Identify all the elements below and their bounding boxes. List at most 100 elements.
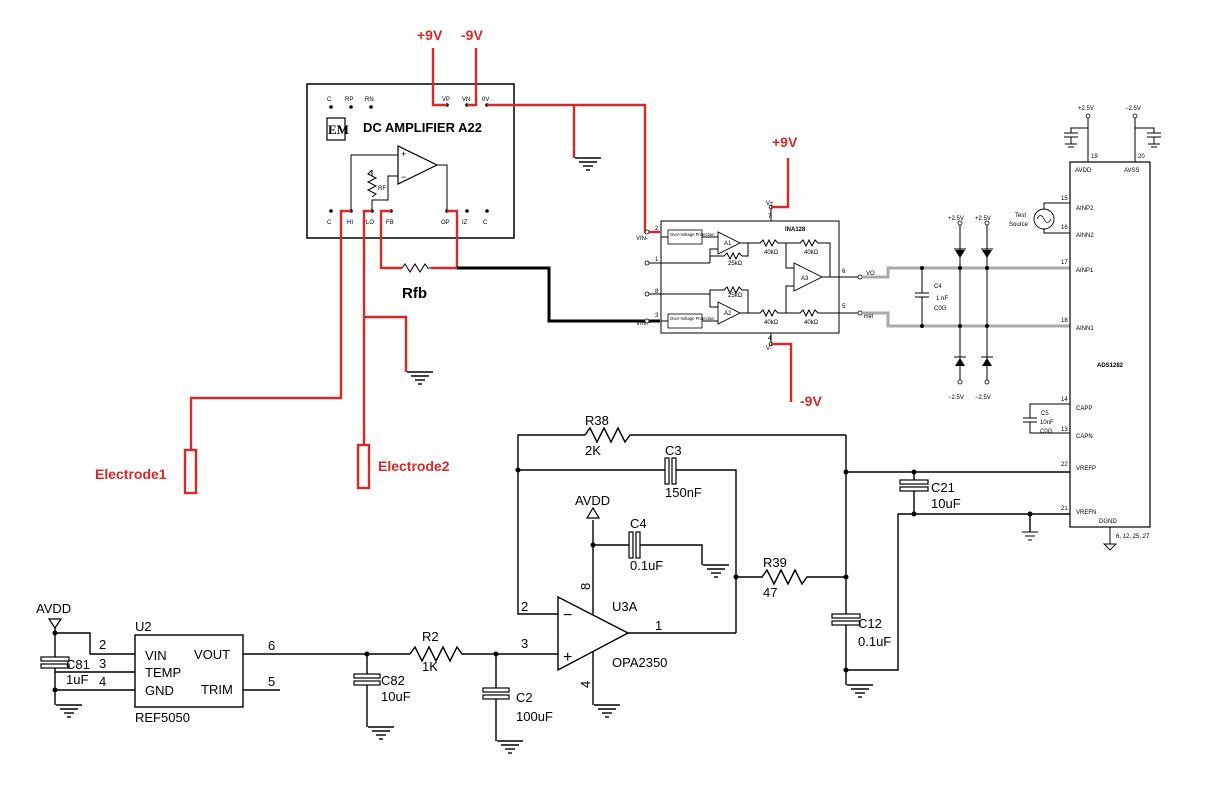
pin-c-bot2: C (483, 220, 488, 226)
ads-capn: CAPN (1076, 434, 1093, 440)
ads-c4-name: C4 (934, 284, 942, 290)
u3a-label: U3A (612, 599, 638, 614)
c2-value: 100uF (516, 709, 553, 724)
ads-p13: 13 (1061, 427, 1068, 433)
ads-p21: 21 (1061, 506, 1068, 512)
opa2350-opamp: − + U3A OPA2350 8 4 2 1 (521, 583, 667, 688)
svg-text:−: − (401, 172, 406, 182)
ina-vo: VO (866, 271, 875, 277)
diode-label-4: −2.5V (975, 395, 991, 401)
c4-name: C4 (630, 516, 647, 531)
pin-0v: 0V (482, 97, 489, 103)
c4-value: 0.1uF (630, 558, 663, 573)
rf-label: RF (378, 186, 386, 192)
pin-fb: FB (386, 220, 394, 226)
ref-gnd: GND (145, 683, 174, 698)
dc-amp-title: DC AMPLIFIER A22 (363, 120, 482, 135)
em-logo-text: EM (328, 122, 349, 137)
ads-capp: CAPP (1076, 406, 1092, 412)
electrode2 (356, 443, 371, 490)
ina-r40d: 40kΩ (804, 320, 819, 326)
ovp-box-1: Over-Voltage Protection (670, 232, 715, 237)
pin-lo: LO (366, 220, 374, 226)
ads-avdd-supply: +2.5V (1078, 106, 1094, 112)
ina-r40b: 40kΩ (804, 250, 819, 256)
pin-rn: RN (365, 97, 374, 103)
ovp-box-2: Over-Voltage Protection (670, 316, 715, 321)
ads-p22: 22 (1061, 462, 1068, 468)
electrode2-label: Electrode2 (378, 458, 450, 474)
c81-value: 1uF (66, 672, 88, 687)
r2-value: 1K (422, 659, 438, 674)
ads-ainp1: AINP1 (1076, 268, 1094, 274)
r39-name: R39 (763, 555, 787, 570)
ref5050-label: REF5050 (135, 710, 190, 725)
ref-pin2: 2 (99, 637, 106, 652)
ina-vin-plus: VIN+ (636, 321, 650, 327)
c82-name: C82 (381, 673, 405, 688)
ads-c5-name: C5 (1041, 411, 1049, 417)
ads-vrefp: VREFP (1076, 466, 1096, 472)
diode-label-3: −2.5V (948, 395, 964, 401)
svg-text:+: + (563, 649, 572, 666)
ground-symbol (574, 157, 602, 171)
opamp-pin2: 2 (521, 599, 528, 614)
ina-vminus: V- (766, 346, 772, 352)
ina-vplus: V+ (766, 201, 774, 207)
ina-pin5: 5 (842, 304, 846, 310)
ref-pin3: 3 (99, 656, 106, 671)
diode-label-1: +2.5V (948, 216, 964, 222)
pin-rp: RP (345, 97, 353, 103)
ads-p15: 15 (1061, 196, 1068, 202)
r38-name: R38 (585, 413, 609, 428)
em-logo (326, 117, 346, 141)
opamp-pin1: 1 (655, 618, 662, 633)
ina-ref: Ref (864, 314, 874, 320)
ads-name: ADS1282 (1097, 363, 1124, 369)
ads-p18: 18 (1061, 318, 1068, 324)
ref-temp: TEMP (145, 665, 181, 680)
ads-dgnd-pins: 6, 12, 25, 27 (1116, 534, 1150, 540)
c21-name: C21 (931, 480, 955, 495)
pin-op: OP (441, 220, 450, 226)
ina-r25b: 25kΩ (728, 293, 743, 299)
opamp-pin8: 8 (578, 583, 593, 590)
c81-name: C81 (66, 657, 90, 672)
rfb-label: Rfb (402, 285, 427, 302)
pin-c-top: C (327, 97, 332, 103)
r38-value: 2K (585, 443, 601, 458)
ref-vin: VIN (145, 648, 167, 663)
dc-amplifier-module: C RP RN VP VN 0V EM DC AMPLIFIER A22 + −… (306, 83, 515, 239)
opamp-pin4: 4 (578, 681, 593, 688)
supply-plus9-top: +9V (417, 27, 443, 43)
ads-p17: 17 (1061, 260, 1068, 266)
ina-r25a: 25kΩ (728, 261, 743, 267)
ref-pin5: 5 (268, 674, 275, 689)
ref-trim: TRIM (201, 682, 233, 697)
svg-text:−: − (563, 607, 572, 624)
supply-minus9-top: -9V (461, 27, 483, 43)
electrode1-label: Electrode1 (95, 466, 167, 482)
ina-pin7: 7 (768, 214, 772, 220)
svg-text:+: + (401, 149, 406, 159)
test-source-label-2: Source (1009, 222, 1029, 228)
ina-a2: A2 (724, 311, 732, 317)
supply-minus9-ina: -9V (800, 393, 822, 409)
c12-value: 0.1uF (858, 634, 891, 649)
ina-pin3: 3 (655, 313, 659, 319)
c3-name: C3 (665, 443, 682, 458)
supply-plus9-ina: +9V (772, 134, 798, 150)
protection-diodes: +2.5V +2.5V −2.5V −2.5V (948, 216, 993, 401)
ads-c4-type: C0G (934, 306, 947, 312)
ref5050-chip: U2 REF5050 VIN TEMP GND VOUT TRIM 2 3 4 … (99, 619, 275, 725)
ref-pin4: 4 (99, 674, 106, 689)
ref-pin6: 6 (268, 638, 275, 653)
ina128-name: INA128 (785, 227, 806, 233)
pin-hi: HI (347, 220, 353, 226)
ads-ainn2: AINN2 (1076, 233, 1094, 239)
ina-r40c: 40kΩ (764, 320, 779, 326)
c12-name: C12 (858, 616, 882, 631)
ads-ainp2: AINP2 (1076, 206, 1094, 212)
ads-pin19: 19 (1091, 154, 1098, 160)
